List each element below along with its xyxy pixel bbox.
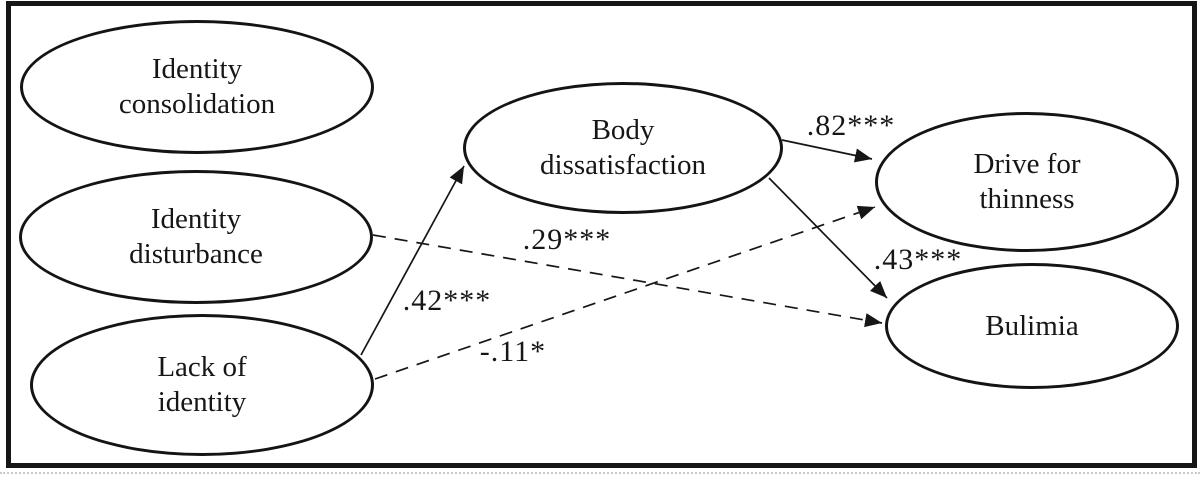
node-identity-disturbance: Identity disturbance — [19, 170, 373, 304]
node-label-line: Bulimia — [985, 309, 1079, 342]
coefficient-label-body-to-drive: .82*** — [806, 109, 896, 142]
cropped-caption-rule — [0, 472, 1200, 474]
node-label-line: consolidation — [118, 88, 276, 120]
node-label-line: disturbance — [129, 238, 263, 270]
node-label-line: Identity — [150, 203, 242, 236]
figure-border-frame — [6, 1, 1197, 468]
node-body-dissatisfaction: Body dissatisfaction — [463, 82, 783, 214]
node-label-line: thinness — [979, 183, 1075, 215]
node-identity-consolidation: Identity consolidation — [20, 20, 374, 154]
node-drive-for-thinness: Drive for thinness — [875, 112, 1179, 252]
node-label-line: Body — [591, 114, 655, 147]
coefficient-label-lack-to-drive: -.11* — [479, 335, 547, 368]
coefficient-label-body-to-bulimia: .43*** — [873, 243, 963, 276]
node-label-line: identity — [157, 386, 247, 418]
coefficient-label-disturbance-to-bulimia: .29*** — [522, 223, 612, 256]
node-bulimia: Bulimia — [885, 263, 1179, 389]
node-lack-of-identity: Lack of identity — [30, 314, 374, 456]
node-label-line: Lack of — [157, 351, 247, 384]
node-label-line: Drive for — [973, 148, 1081, 181]
node-label-line: dissatisfaction — [540, 149, 706, 181]
node-label-line: Identity — [151, 53, 243, 86]
coefficient-label-lack-to-body: .42*** — [402, 284, 492, 317]
